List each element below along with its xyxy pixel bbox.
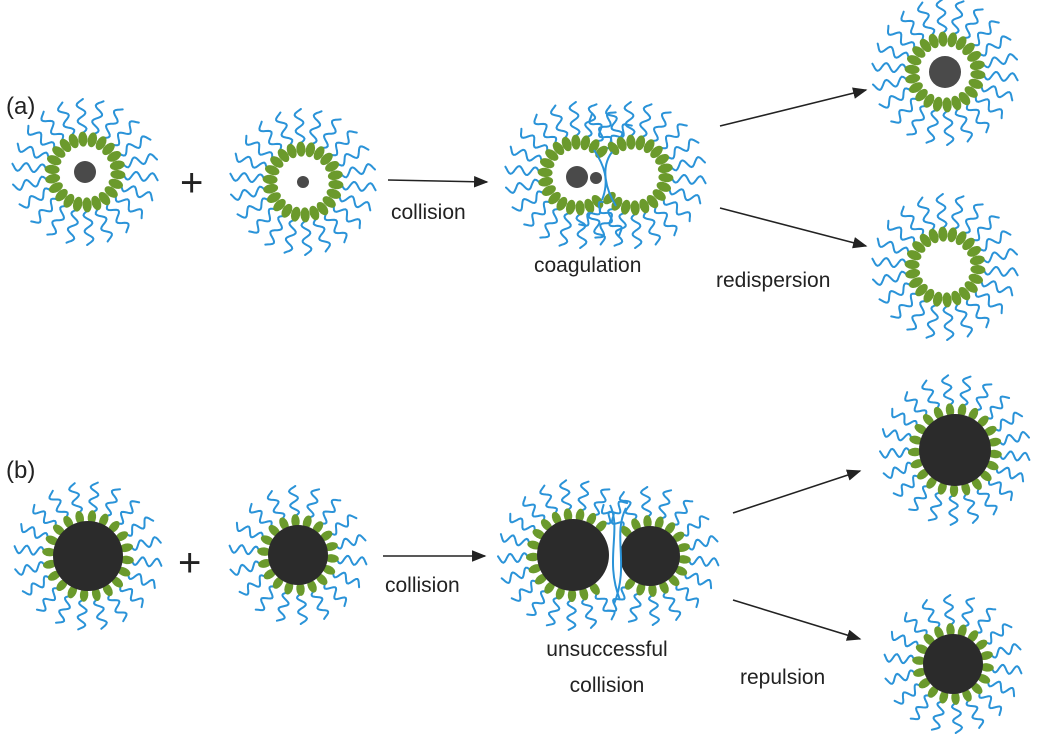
redispersion-label: redispersion xyxy=(716,269,830,292)
micelle-small-core xyxy=(229,108,377,256)
micelle-product-with-core xyxy=(871,0,1019,146)
nanoparticle-core xyxy=(620,526,680,586)
repelled-particle-small xyxy=(883,594,1023,734)
nanoparticle-core xyxy=(929,56,961,88)
colliding-particle-small xyxy=(600,486,720,626)
unsuccessful-label-line2: collision xyxy=(570,674,645,697)
nanoparticle-core xyxy=(919,414,991,486)
micelle-large-core xyxy=(11,98,159,246)
plus-sign-b: + xyxy=(178,541,201,585)
panel-a-label: (a) xyxy=(6,93,35,120)
fused-micelle-right xyxy=(578,101,707,249)
micelle-empty xyxy=(871,193,1019,341)
repulsion-label: repulsion xyxy=(740,666,825,689)
arrow-to-redispersed-micelle xyxy=(719,207,868,249)
arrow-to-repelled-large-particle xyxy=(732,469,862,514)
nanoparticle-core xyxy=(923,634,983,694)
panel-b-label: (b) xyxy=(6,457,35,484)
collision-arrow-a xyxy=(387,175,489,188)
arrow-to-repelled-small-particle xyxy=(732,599,862,641)
nanoparticle-core xyxy=(297,176,309,188)
arrow-to-coagulated-micelle xyxy=(719,87,868,127)
nanoparticle-core xyxy=(53,521,123,591)
plus-sign-a: + xyxy=(180,161,203,205)
unsuccessful-label-line1: unsuccessful xyxy=(546,638,667,661)
coagulation-label: coagulation xyxy=(534,254,641,277)
collision-label-b: collision xyxy=(385,574,460,597)
collision-label-a: collision xyxy=(391,201,466,224)
nanoparticle-core xyxy=(537,519,609,591)
colliding-particle-large xyxy=(497,479,629,631)
nanoparticle-core xyxy=(74,161,96,183)
particles-layer xyxy=(11,0,1031,734)
capped-particle-large xyxy=(13,481,163,631)
nanoparticle-core xyxy=(268,525,328,585)
fused-micelle-left xyxy=(504,101,633,249)
coagulating-core-small xyxy=(590,172,602,184)
capped-particle-medium xyxy=(228,485,368,625)
repelled-particle-large xyxy=(879,374,1031,526)
coagulating-core-large xyxy=(566,166,588,188)
